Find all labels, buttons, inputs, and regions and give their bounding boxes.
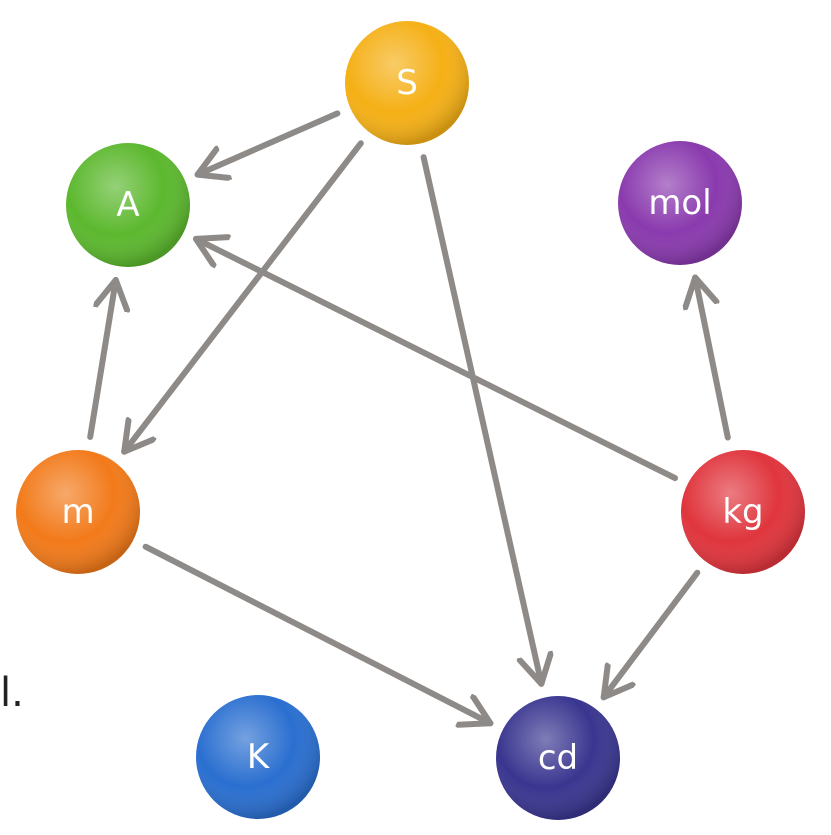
node-label-s: S <box>396 63 418 103</box>
node-label-m: m <box>61 492 94 532</box>
node-shade-a <box>66 143 190 267</box>
node-k: K <box>196 695 320 819</box>
node-label-a: A <box>116 185 139 225</box>
node-label-mol: mol <box>648 183 711 223</box>
node-cd: cd <box>496 696 620 820</box>
arrow-kg-to-mol <box>695 274 731 441</box>
stray-mark: l. <box>0 670 24 716</box>
node-shade-s <box>345 21 469 145</box>
node-shade-mol <box>618 141 742 265</box>
node-shade-m <box>16 450 140 574</box>
arrow-m-to-a <box>87 277 116 440</box>
arrow-s-to-m <box>121 140 364 455</box>
node-kg: kg <box>681 450 805 574</box>
node-label-kg: kg <box>722 492 763 532</box>
arrow-kg-to-a <box>193 239 678 482</box>
arrow-s-to-cd <box>420 154 542 687</box>
arrow-s-to-a <box>194 110 341 174</box>
node-shade-kg <box>681 450 805 574</box>
edges-layer <box>87 110 731 724</box>
node-m: m <box>16 450 140 574</box>
arrow-kg-to-cd <box>600 569 701 701</box>
arrow-m-to-cd <box>142 543 494 724</box>
node-s: S <box>345 21 469 145</box>
node-a: A <box>66 143 190 267</box>
node-mol: mol <box>618 141 742 265</box>
node-label-cd: cd <box>538 738 578 778</box>
node-shade-cd <box>496 696 620 820</box>
node-label-k: K <box>247 737 271 777</box>
node-shade-k <box>196 695 320 819</box>
